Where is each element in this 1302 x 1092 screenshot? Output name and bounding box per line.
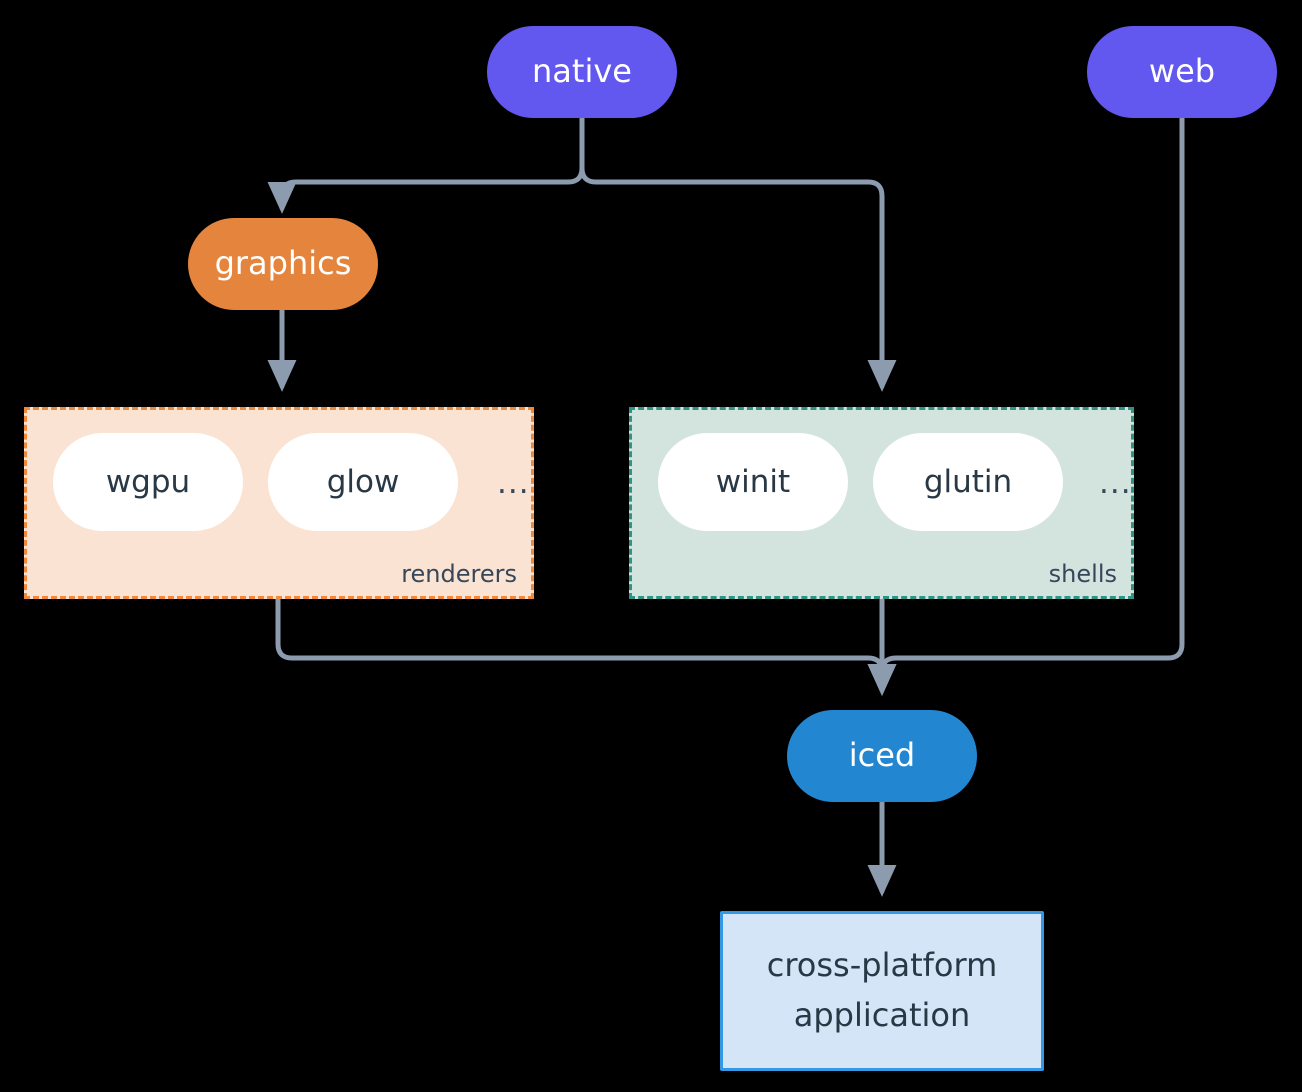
- edge-native-to-graphics: [267, 115, 585, 214]
- cluster-renderers: wgpu glow ... renderers: [24, 407, 534, 599]
- node-graphics[interactable]: graphics: [188, 218, 378, 310]
- node-native[interactable]: native: [487, 26, 677, 118]
- cluster-shells: winit glutin ... shells: [629, 407, 1134, 599]
- edge-native-to-shells: [579, 115, 897, 392]
- application-label-line1: cross-platform: [766, 946, 998, 985]
- node-web[interactable]: web: [1087, 26, 1277, 118]
- cluster-item-winit[interactable]: winit: [658, 433, 848, 531]
- edge-web-to-iced: [867, 115, 1185, 696]
- renderers-overflow-ellipsis: ...: [497, 465, 530, 501]
- edge-renderers-to-iced: [275, 596, 897, 696]
- node-cross-platform-application[interactable]: cross-platform application: [720, 911, 1044, 1071]
- cluster-label-renderers: renderers: [401, 560, 517, 588]
- node-iced[interactable]: iced: [787, 710, 977, 802]
- cluster-label-shells: shells: [1048, 560, 1117, 588]
- shells-overflow-ellipsis: ...: [1099, 465, 1132, 501]
- cluster-item-wgpu[interactable]: wgpu: [53, 433, 243, 531]
- application-label-line2: application: [793, 996, 971, 1034]
- cluster-item-glutin[interactable]: glutin: [873, 433, 1063, 531]
- cluster-item-glow[interactable]: glow: [268, 433, 458, 531]
